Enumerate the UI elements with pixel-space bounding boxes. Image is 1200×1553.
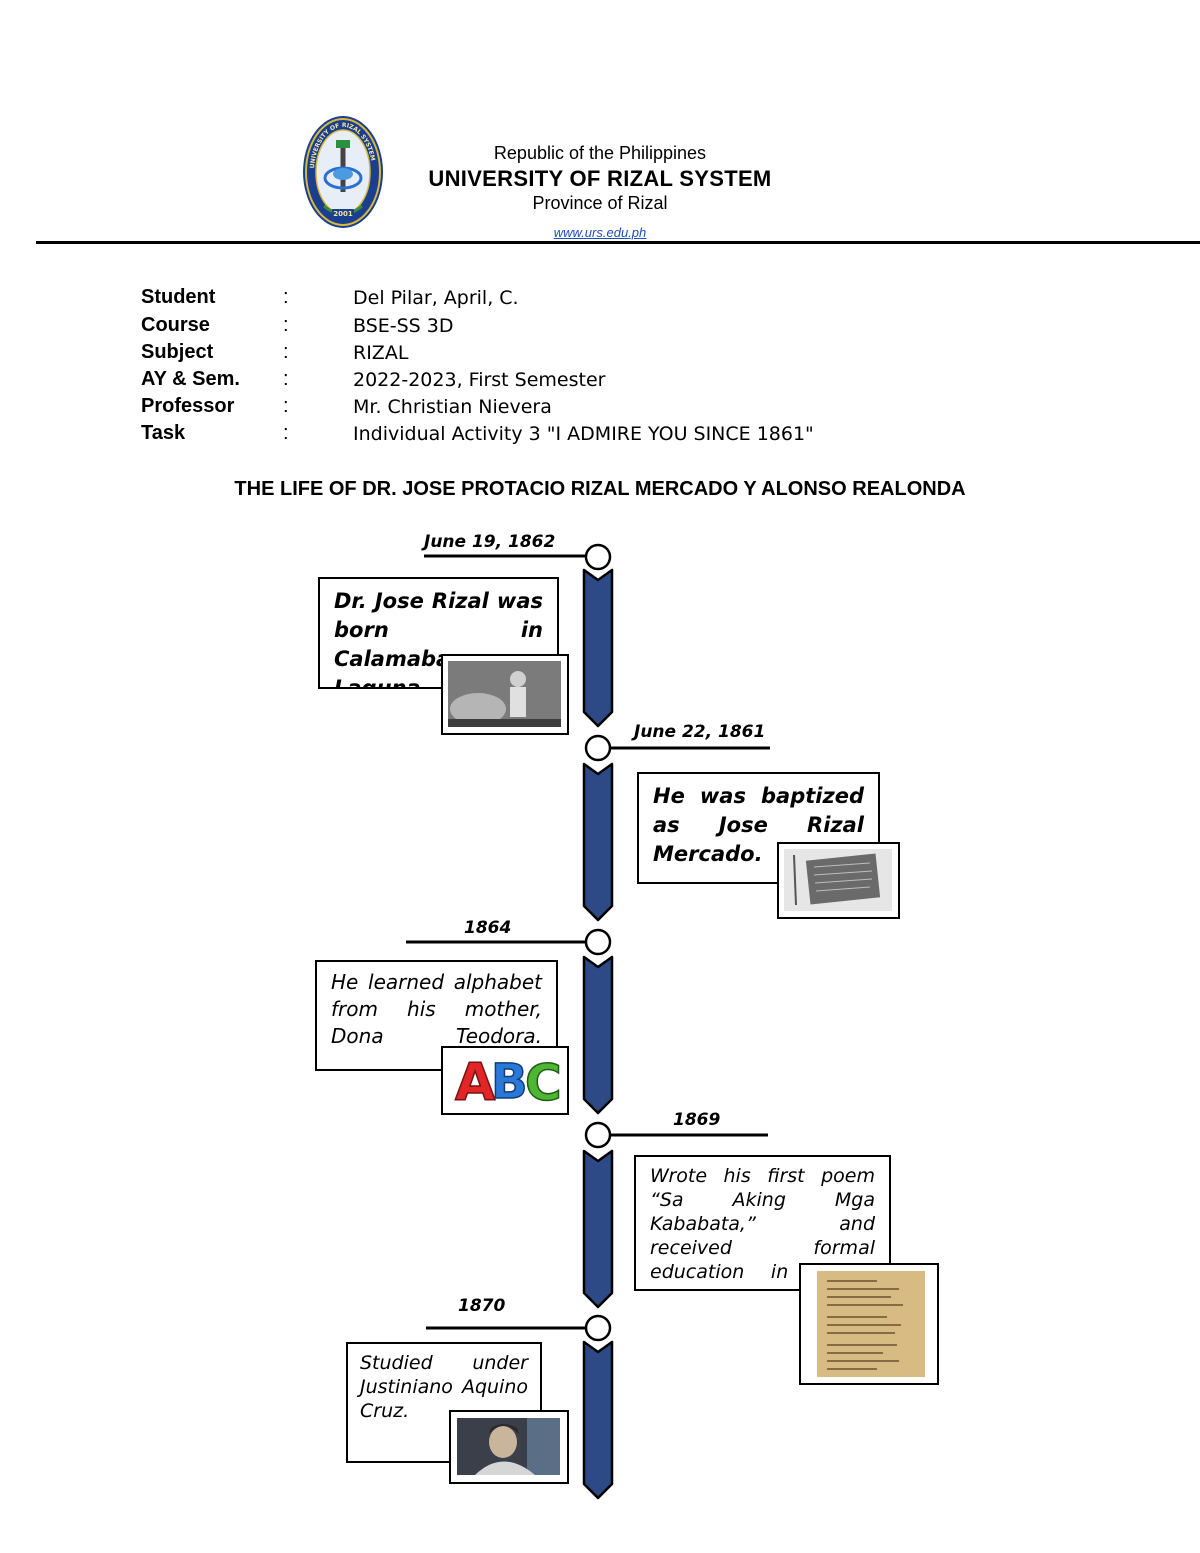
task-value: Individual Activity 3 "I ADMIRE YOU SINC… [353, 423, 814, 445]
header-republic: Republic of the Philippines [493, 143, 707, 163]
timeline-arrow-5 [582, 1340, 614, 1500]
student-value: Del Pilar, April, C. [353, 287, 519, 309]
task-label: Task [141, 422, 186, 444]
abc-letters-image: A B C [441, 1046, 569, 1115]
timeline-arrow-2 [582, 762, 614, 922]
timeline-node-5 [584, 1314, 612, 1342]
ay-sem-colon: : [283, 368, 289, 390]
subject-colon: : [283, 341, 289, 363]
timeline-node-4 [584, 1121, 612, 1149]
event-date-1: June 19, 1862 [424, 532, 556, 552]
professor-value: Mr. Christian Nievera [353, 396, 552, 418]
svg-text:C: C [525, 1054, 562, 1108]
event-text-1: Dr. Jose Rizal was born in Calamaba, Lag… [334, 589, 543, 689]
event-date-4: 1869 [673, 1110, 721, 1130]
timeline-arrow-3 [582, 955, 614, 1115]
header-university-name: UNIVERSITY OF RIZAL SYSTEM [428, 166, 772, 191]
student-colon: : [283, 286, 289, 308]
course-colon: : [283, 314, 289, 336]
professor-label: Professor [141, 395, 235, 417]
timeline-arrow-4 [582, 1149, 614, 1309]
poem-manuscript-image [799, 1263, 939, 1385]
young-rizal-photo [441, 654, 569, 735]
professor-colon: : [283, 395, 289, 417]
event-text-2: He was baptized as Jose Rizal Mercado. [653, 784, 864, 866]
baptismal-record-photo [777, 842, 900, 919]
svg-text:B: B [491, 1054, 528, 1108]
event-date-3: 1864 [464, 918, 512, 938]
teacher-portrait-photo [449, 1410, 569, 1484]
header-province: Province of Rizal [532, 193, 668, 213]
timeline-node-3 [584, 928, 612, 956]
course-label: Course [141, 314, 210, 336]
course-value: BSE-SS 3D [353, 315, 454, 337]
ay-sem-value: 2022-2023, First Semester [353, 369, 606, 391]
student-label: Student [141, 286, 216, 308]
timeline-arrow-1 [582, 568, 614, 728]
header-website-link[interactable]: www.urs.edu.ph [553, 225, 647, 240]
timeline-node-2 [584, 734, 612, 762]
timeline-node-1 [584, 543, 612, 571]
svg-text:A: A [455, 1053, 495, 1108]
seal-year: 2001 [333, 210, 353, 218]
event-date-2: June 22, 1861 [634, 722, 766, 742]
ay-sem-label: AY & Sem. [141, 368, 240, 390]
event-text-3: He learned alphabet from his mother, Don… [331, 970, 542, 1048]
event-text-5: Studied under Justiniano Aquino Cruz. [360, 1352, 528, 1422]
event-text-4: Wrote his first poem “Sa Aking Mga Kabab… [650, 1165, 875, 1283]
task-colon: : [283, 422, 289, 444]
event-text-box-2: He was baptized as Jose Rizal Mercado. [637, 772, 880, 884]
subject-label: Subject [141, 341, 214, 363]
subject-value: RIZAL [353, 342, 409, 364]
document-title: THE LIFE OF DR. JOSE PROTACIO RIZAL MERC… [234, 478, 966, 500]
header-divider [36, 241, 1200, 244]
university-seal-logo: UNIVERSITY OF RIZAL SYSTEM 2001 [302, 114, 384, 230]
event-date-5: 1870 [458, 1296, 506, 1316]
